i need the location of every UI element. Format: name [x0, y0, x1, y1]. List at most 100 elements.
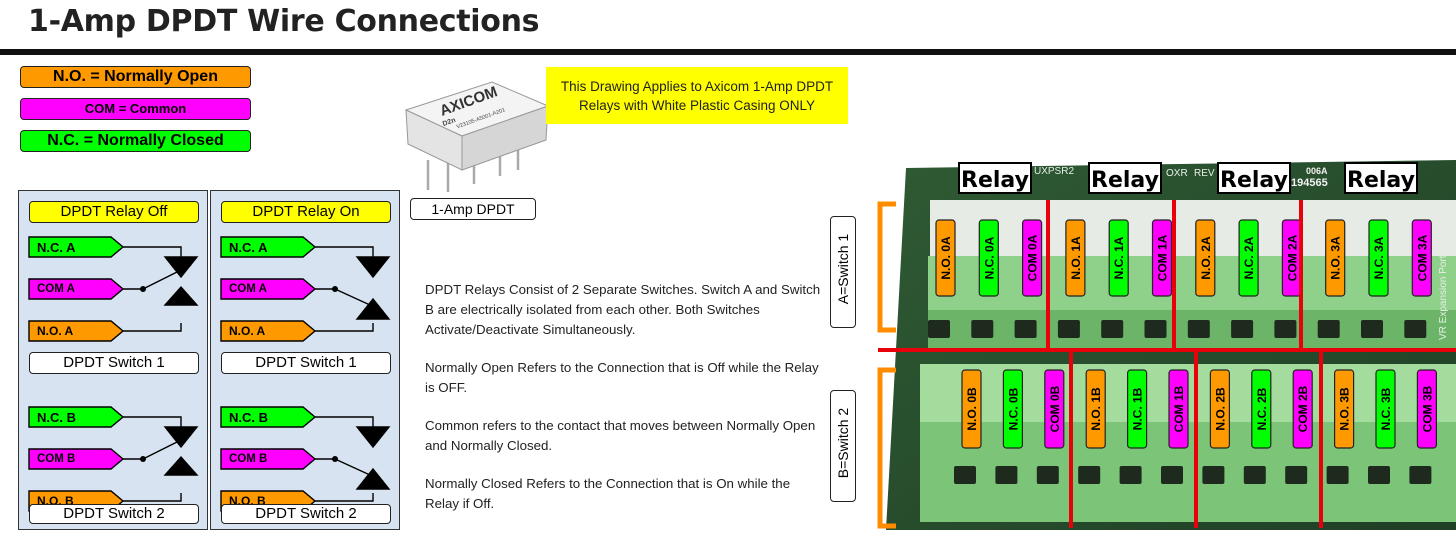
title-underline: [0, 49, 1456, 55]
terminal-label: COM 1A: [1156, 234, 1170, 281]
panel-header: DPDT Relay Off: [29, 201, 199, 223]
relay-photo: AXICOM D2n V23105-A5001-A201: [404, 81, 550, 192]
terminal-screw-slot: [1404, 320, 1427, 338]
terminal-tag: [1108, 219, 1129, 297]
terminal-screw-slot: [1014, 320, 1037, 338]
applicability-note: This Drawing Applies to Axicom 1-Amp DPD…: [546, 67, 848, 124]
terminal-label: N.O. 2B: [1213, 387, 1227, 431]
silkscreen-text: VR Expansion Port: [1438, 255, 1449, 340]
terminal-screw-slot: [928, 320, 950, 338]
terminal-screw-slot: [1361, 320, 1383, 338]
com-b-tag: COM B: [37, 453, 76, 465]
terminal-tag: [935, 219, 956, 297]
terminal-tag: [1168, 369, 1189, 449]
switch-a-label: A=Switch 1: [835, 233, 851, 305]
panel-relay-on: DPDT Relay On N.C. A COM A N.O. A DPDT S: [210, 190, 400, 530]
com-a-tag: COM A: [229, 283, 267, 295]
legend-normally-closed: N.C. = Normally Closed: [20, 130, 251, 152]
relay-label: Relay: [961, 168, 1029, 193]
terminal-label: COM 2A: [1285, 234, 1299, 281]
description-paragraph: Normally Closed Refers to the Connection…: [425, 476, 791, 511]
silkscreen-text: REV: [1194, 168, 1215, 179]
nc-a-tag: N.C. A: [37, 240, 76, 255]
silkscreen-text: OXR: [1166, 168, 1188, 179]
terminal-screw-slot: [1368, 466, 1390, 484]
silkscreen-text: 006A: [1306, 166, 1328, 176]
page-title: 1-Amp DPDT Wire Connections: [28, 4, 540, 39]
terminal-screw-slot: [1187, 320, 1210, 338]
terminal-tag: [1334, 369, 1355, 449]
terminal-tag: [1209, 369, 1230, 449]
terminal-tag: [1127, 369, 1148, 449]
terminal-tag: [1411, 219, 1432, 297]
switch-b-label: B=Switch 2: [835, 407, 851, 479]
terminal-label: N.C. 0A: [982, 236, 996, 279]
terminal-screw-slot: [1057, 320, 1080, 338]
switch-1-label: DPDT Switch 1: [29, 352, 199, 374]
switch-a-label-box: A=Switch 1: [830, 216, 856, 328]
terminal-label: COM 3A: [1415, 234, 1429, 281]
relay-label: Relay: [1347, 168, 1415, 193]
terminal-tag: [1044, 369, 1065, 449]
switch-2-label: DPDT Switch 2: [221, 504, 391, 524]
terminal-tag: [1292, 369, 1313, 449]
terminal-label: COM 3B: [1420, 385, 1434, 432]
terminal-tag: [1368, 219, 1389, 297]
terminal-label: COM 0B: [1048, 385, 1062, 432]
description-paragraph: Normally Open Refers to the Connection t…: [425, 360, 819, 395]
terminal-screw-slot: [1036, 466, 1059, 484]
terminal-label: N.O. 3B: [1338, 387, 1352, 431]
switch-diagram-off: [28, 236, 199, 512]
terminal-label: N.C. 1A: [1112, 236, 1126, 279]
terminal-tag: [1151, 219, 1173, 297]
terminal-label: COM 0A: [1026, 234, 1040, 281]
legend-normally-open: N.O. = Normally Open: [20, 66, 251, 88]
terminal-screw-slot: [1101, 320, 1124, 338]
terminal-tag: [1375, 369, 1396, 449]
terminal-label: COM 1B: [1172, 385, 1186, 432]
switch-1-label: DPDT Switch 1: [221, 352, 391, 374]
legend-common: COM = Common: [20, 98, 251, 120]
terminal-tag: [1085, 369, 1106, 449]
terminal-screw-slot: [1119, 466, 1142, 484]
nc-b-tag: N.C. B: [229, 410, 268, 425]
terminal-label: N.C. 3B: [1379, 387, 1393, 430]
terminal-label: N.O. 1B: [1089, 387, 1103, 431]
terminal-tag: [1022, 219, 1043, 297]
no-a-tag: N.O. A: [229, 324, 266, 338]
relay-label: Relay: [1220, 168, 1288, 193]
switch-diagram-on: [220, 236, 391, 512]
terminal-tag: [1002, 369, 1023, 449]
switch-b-label-box: B=Switch 2: [830, 390, 856, 502]
terminal-label: N.O. 0B: [965, 387, 979, 431]
silkscreen-text: 194565: [1291, 177, 1328, 189]
terminal-screw-slot: [1243, 466, 1266, 484]
relay-caption: 1-Amp DPDT: [410, 198, 536, 220]
terminal-tag: [1416, 369, 1438, 449]
terminal-screw-slot: [1231, 320, 1254, 338]
terminal-screw-slot: [995, 466, 1018, 484]
terminal-screw-slot: [954, 466, 976, 484]
silkscreen-text: UXPSR2: [1034, 166, 1074, 177]
panel-header: DPDT Relay On: [221, 201, 391, 223]
panel-relay-off: DPDT Relay Off N.C. A COM A N.O. A DPDT: [18, 190, 208, 530]
terminal-screw-slot: [1409, 466, 1432, 484]
terminal-screw-slot: [1274, 320, 1297, 338]
no-a-tag: N.O. A: [37, 324, 74, 338]
terminal-screw-slot: [1285, 466, 1308, 484]
description-paragraph: Common refers to the contact that moves …: [425, 418, 816, 453]
relay-label: Relay: [1091, 168, 1159, 193]
terminal-tag: [1065, 219, 1086, 297]
terminal-label: N.C. 0B: [1006, 387, 1020, 430]
terminal-label: N.C. 2A: [1242, 236, 1256, 279]
switch-2-label: DPDT Switch 2: [29, 504, 199, 524]
terminal-screw-slot: [1078, 466, 1101, 484]
terminal-tag: [961, 369, 982, 449]
com-a-tag: COM A: [37, 283, 75, 295]
com-b-tag: COM B: [229, 453, 268, 465]
terminal-label: N.O. 2A: [1199, 236, 1213, 280]
terminal-tag: [1251, 369, 1272, 449]
terminal-tag: [1325, 219, 1346, 297]
description: DPDT Relays Consist of 2 Separate Switch…: [425, 280, 825, 532]
nc-a-tag: N.C. A: [229, 240, 268, 255]
